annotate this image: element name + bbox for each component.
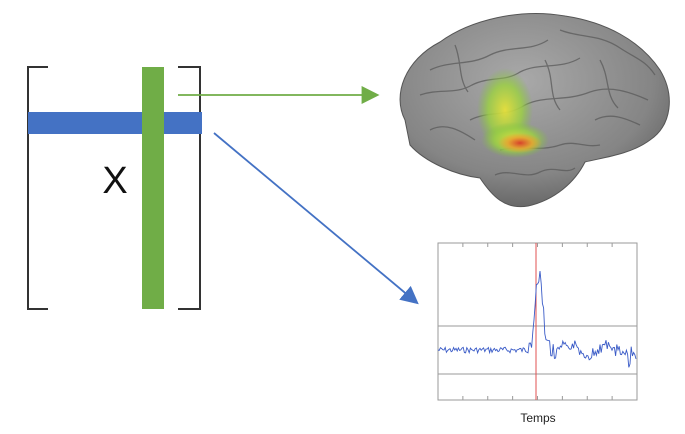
signal-plot-ticks [437, 243, 638, 400]
matrix-right-bracket [178, 66, 201, 310]
matrix-label: X [102, 160, 128, 202]
signal-plot-xlabel: Temps [520, 411, 556, 425]
signal-trace [437, 270, 637, 368]
signal-plot-frame [437, 242, 638, 401]
matrix-column-band [142, 67, 164, 309]
matrix-left-bracket [27, 66, 48, 310]
brain-surface [399, 13, 670, 208]
matrix-row-band [28, 112, 202, 134]
row-arrow [213, 132, 419, 305]
signal-plot [437, 242, 638, 401]
